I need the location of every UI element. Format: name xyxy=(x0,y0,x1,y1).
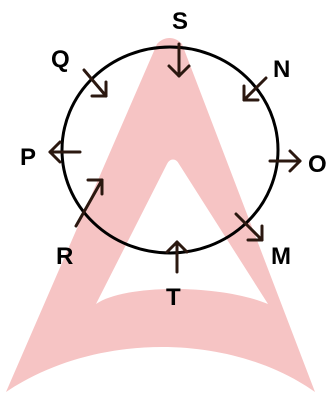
arrow-down-icon xyxy=(167,42,191,78)
person-label-o: O xyxy=(308,151,327,178)
person-label-s: S xyxy=(172,8,188,35)
arrows xyxy=(48,42,302,274)
person-label-m: M xyxy=(271,243,291,270)
person-label-r: R xyxy=(56,243,73,270)
person-label-q: Q xyxy=(51,46,70,73)
arrow-down-right-icon xyxy=(234,212,264,242)
arrow-down-left-icon xyxy=(242,76,268,102)
person-label-t: T xyxy=(166,284,181,311)
triangle-logo-watermark xyxy=(6,38,315,392)
person-label-n: N xyxy=(273,56,290,83)
arrow-left-icon xyxy=(48,140,82,164)
person-label-p: P xyxy=(20,144,36,171)
round-table-circle xyxy=(60,45,280,255)
arrow-down-right-icon xyxy=(82,68,108,98)
arrow-right-icon xyxy=(268,149,302,173)
arrow-up-right-icon xyxy=(74,178,104,228)
arrow-up-icon xyxy=(165,240,189,274)
